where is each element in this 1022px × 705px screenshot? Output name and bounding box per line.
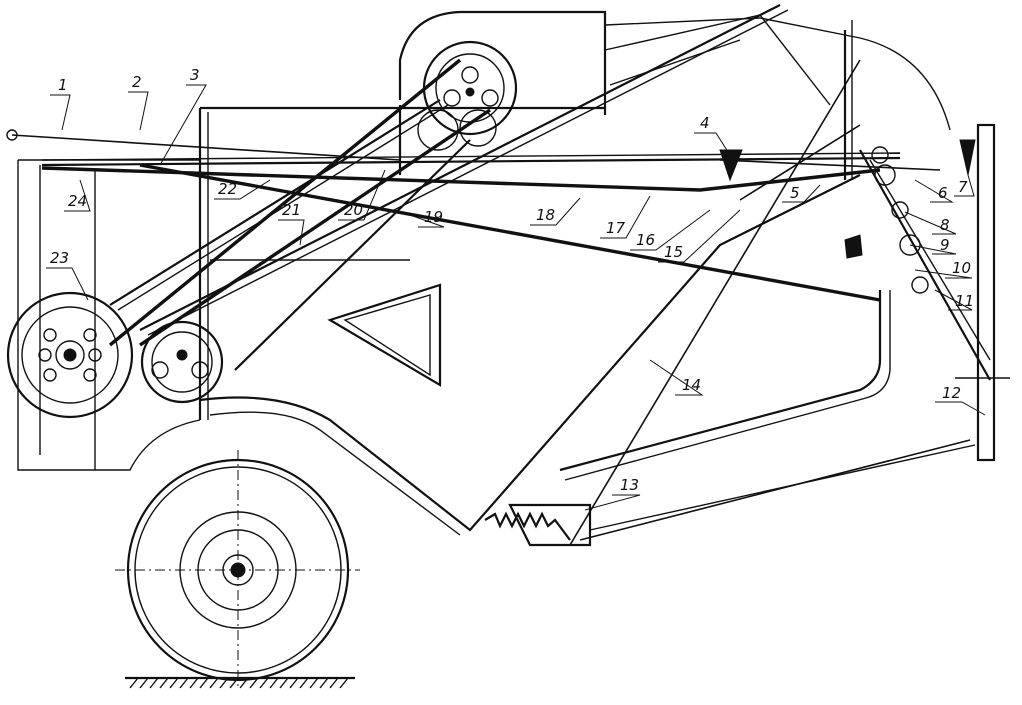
main-frame	[41, 17, 951, 536]
thresher-housing	[398, 10, 607, 151]
control-rods	[6, 59, 976, 546]
ground-line	[125, 676, 355, 689]
callout-9: 9	[940, 236, 950, 254]
callout-1: 1	[58, 76, 68, 94]
frame-braces	[109, 4, 831, 371]
callout-8: 8	[940, 216, 950, 234]
transport-wheel	[115, 450, 360, 690]
callout-5: 5	[790, 184, 800, 202]
tension-spring	[484, 503, 592, 547]
callout-11: 11	[955, 292, 974, 310]
callout-18: 18	[536, 206, 555, 224]
callout-21: 21	[282, 201, 301, 219]
right-post	[955, 123, 1010, 462]
callout-16: 16	[636, 231, 655, 249]
callout-7: 7	[958, 178, 968, 196]
callout-labels: 1 2 3 4 5 6 7 8 9 10 11 12 13 14 15 16 1…	[46, 66, 986, 511]
drive-belts	[41, 58, 881, 347]
callout-24: 24	[68, 192, 87, 210]
callout-22: 22	[218, 180, 237, 198]
callout-3: 3	[190, 66, 200, 84]
callout-6: 6	[938, 184, 948, 202]
callout-4: 4	[700, 114, 710, 132]
callout-13: 13	[620, 476, 639, 494]
callout-12: 12	[942, 384, 961, 402]
callout-15: 15	[664, 243, 683, 261]
callout-17: 17	[606, 219, 626, 237]
callout-2: 2	[132, 73, 142, 91]
callout-23: 23	[50, 249, 69, 267]
callout-20: 20	[344, 201, 363, 219]
callout-10: 10	[952, 259, 971, 277]
tractor-body	[17, 159, 201, 471]
tractor-drive-pulley	[6, 291, 134, 419]
lever-assembly	[719, 139, 991, 381]
callout-14: 14	[682, 376, 701, 394]
